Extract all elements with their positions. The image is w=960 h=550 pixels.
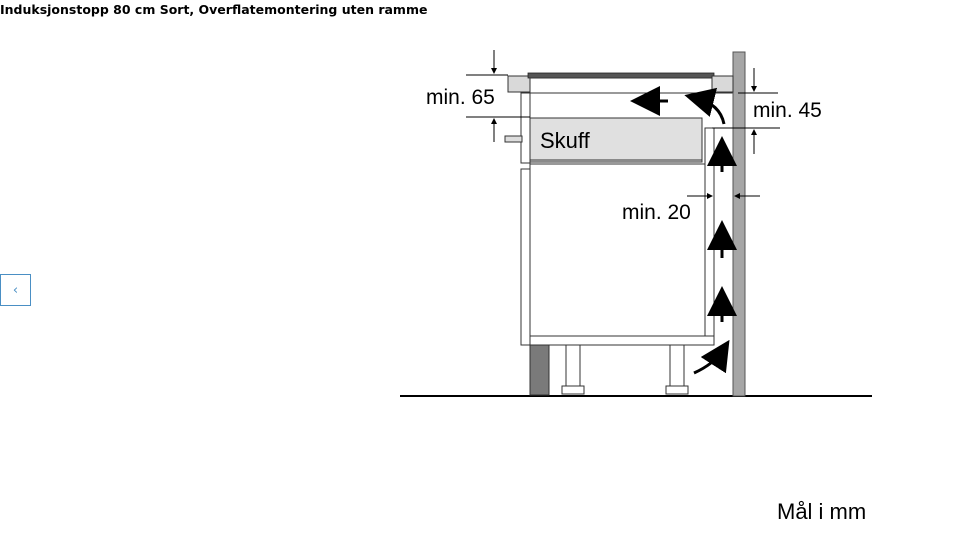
min-65-label: min. 65 [426,86,495,109]
hob-edge [507,75,531,93]
drawer-handle [504,135,523,143]
drawer [529,117,703,163]
units-label: Mål i mm [777,499,866,524]
wall [732,51,746,397]
hob-right [711,75,734,93]
cabinet-back [704,127,715,337]
min-20-label: min. 20 [622,201,691,224]
min-45-label: min. 45 [753,99,822,122]
leg-back [669,344,685,387]
page-title: Induksjonstopp 80 cm Sort, Overflatemont… [0,2,428,17]
front-panel [520,92,531,164]
leg-front [565,344,581,387]
cabinet-body [529,163,706,337]
plinth [529,344,550,396]
drawer-label: Skuff [540,128,591,153]
airflow-arrows [630,86,737,375]
chevron-left-icon: ‹ [12,282,19,298]
cabinet-front [520,168,531,346]
prev-image-button[interactable]: ‹ [0,274,31,306]
cabinet-bottom [529,335,715,346]
countertop [529,77,733,94]
hob-glass [527,72,715,79]
